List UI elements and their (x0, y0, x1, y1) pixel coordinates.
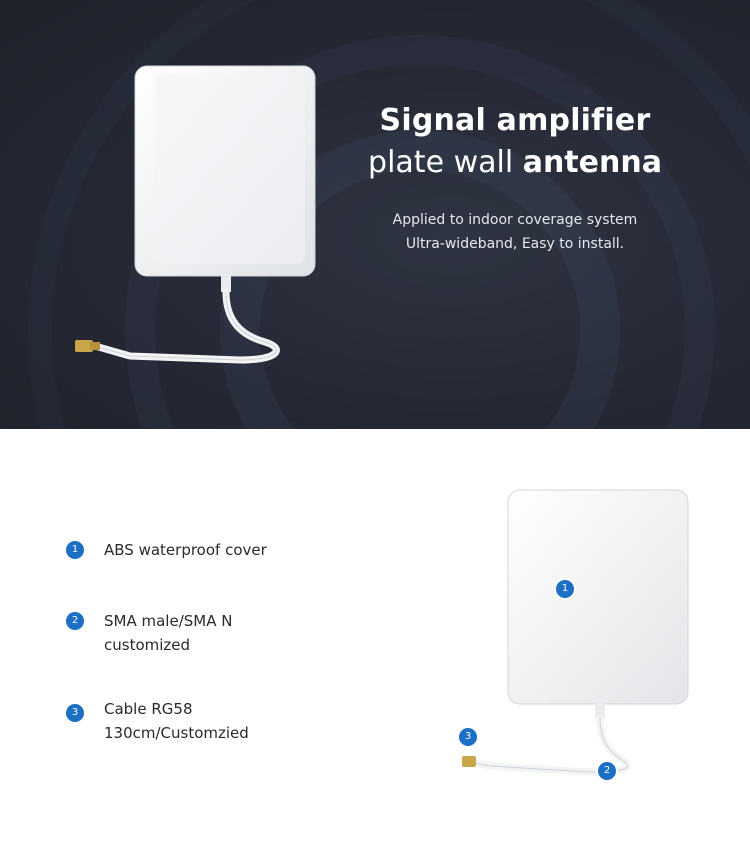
antenna-product-image (75, 65, 316, 364)
feature-line1: ABS waterproof cover (104, 541, 267, 559)
feature-line2: customized (104, 636, 191, 654)
feature-item-cover: 1 ABS waterproof cover (66, 538, 326, 562)
feature-item-cable: 3 Cable RG58 130cm/Customzied (66, 697, 326, 745)
hero-title-bold: antenna (522, 145, 662, 180)
hero-desc-line1: Applied to indoor coverage system (392, 212, 638, 228)
feature-number-badge: 3 (66, 704, 84, 722)
callout-connector: 3 (459, 728, 477, 746)
hero-text: Signal amplifier plate wall antenna Appl… (360, 100, 670, 256)
hero-title-line1: Signal amplifier (379, 103, 651, 138)
feature-item-connector: 2 SMA male/SMA N customized (66, 609, 326, 657)
feature-number-badge: 2 (66, 612, 84, 630)
hero-desc-line2: Ultra-wideband, Easy to install. (405, 236, 625, 252)
hero-banner: Signal amplifier plate wall antenna Appl… (0, 0, 750, 429)
feature-text: Cable RG58 130cm/Customzied (104, 697, 326, 745)
callout-cable: 2 (598, 762, 616, 780)
feature-line1: SMA male/SMA N (104, 612, 233, 630)
feature-text: SMA male/SMA N customized (104, 609, 326, 657)
feature-number-badge: 1 (66, 541, 84, 559)
hero-description: Applied to indoor coverage system Ultra-… (360, 208, 670, 256)
hero-title-light: plate wall (368, 145, 523, 180)
hero-title-line2: plate wall antenna (360, 142, 670, 184)
feature-line1: Cable RG58 (104, 700, 193, 718)
callout-cover: 1 (556, 580, 574, 598)
feature-line2: 130cm/Customzied (104, 724, 249, 742)
antenna-diagram-image (462, 489, 689, 776)
feature-text: ABS waterproof cover (104, 538, 326, 562)
